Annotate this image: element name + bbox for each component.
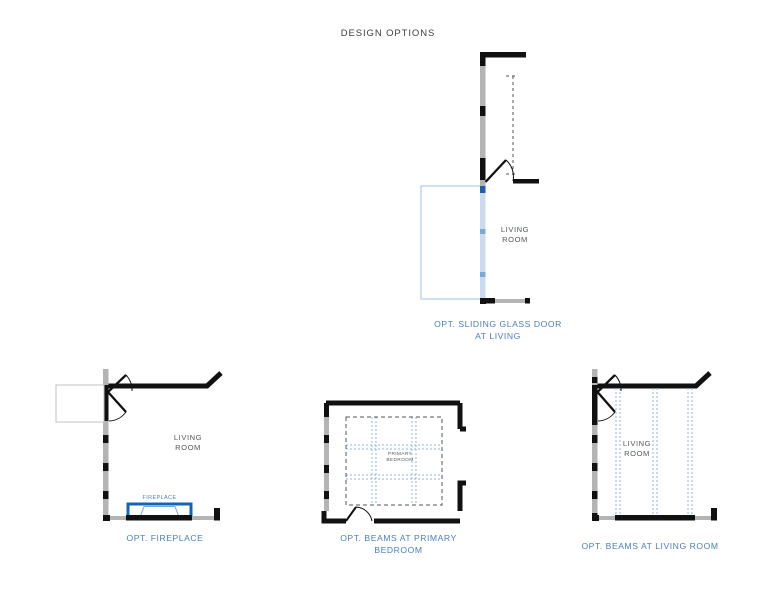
- fireplace-feature: [126, 502, 193, 519]
- wall-door-head: [513, 179, 539, 184]
- wall-left-vertical: [592, 369, 598, 521]
- room-label-living-room: LIVING ROOM: [500, 225, 530, 244]
- plan-beams-primary-bedroom: PRIMARY BEDROOM: [318, 395, 478, 525]
- door-swing-arc: [345, 506, 373, 522]
- door-swing-arc-upper: [107, 374, 133, 393]
- wall-bottom: [103, 508, 220, 521]
- beams-vertical: [615, 388, 693, 515]
- door-swing-arc-lower: [596, 391, 616, 422]
- beam-grid: [346, 417, 442, 505]
- dashed-overhead-line: [506, 75, 518, 175]
- wall-right-lower: [457, 480, 466, 511]
- wall-top: [326, 400, 466, 432]
- wall-bottom: [321, 511, 460, 524]
- caption-fireplace: OPT. FIREPLACE: [126, 533, 204, 543]
- wall-top: [108, 371, 223, 389]
- door-swing-arc-lower: [107, 391, 127, 422]
- label-fireplace: FIREPLACE: [142, 495, 177, 501]
- wall-top: [597, 371, 712, 389]
- sliding-glass-door-panel: [420, 185, 486, 300]
- wall-top: [480, 52, 526, 58]
- caption-beams-primary-bedroom: OPT. BEAMS AT PRIMARY BEDROOM: [340, 533, 457, 555]
- caption-sliding-glass-door: OPT. SLIDING GLASS DOOR AT LIVING: [434, 319, 562, 341]
- plan-fireplace: LIVING ROOM FIREPLACE: [55, 363, 235, 528]
- wall-bottom: [592, 508, 717, 521]
- page-title: DESIGN OPTIONS: [340, 28, 436, 39]
- wall-left-vertical: [324, 403, 329, 511]
- ceiling-dashed-boundary: [345, 416, 443, 506]
- room-label-living-room: LIVING ROOM: [622, 439, 652, 458]
- door-swing-arc-upper: [596, 374, 622, 393]
- plan-beams-living-room: LIVING ROOM: [565, 363, 730, 528]
- caption-beams-living-room: OPT. BEAMS AT LIVING ROOM: [581, 541, 719, 551]
- wall-bottom: [480, 298, 530, 304]
- room-label-living-room: LIVING ROOM: [173, 433, 203, 452]
- door-swing-arc: [484, 159, 514, 183]
- plan-sliding-glass-door: LIVING ROOM: [420, 48, 560, 318]
- closet-niche-rectangle: [55, 384, 105, 423]
- room-label-primary-bedroom: PRIMARY BEDROOM: [386, 452, 414, 464]
